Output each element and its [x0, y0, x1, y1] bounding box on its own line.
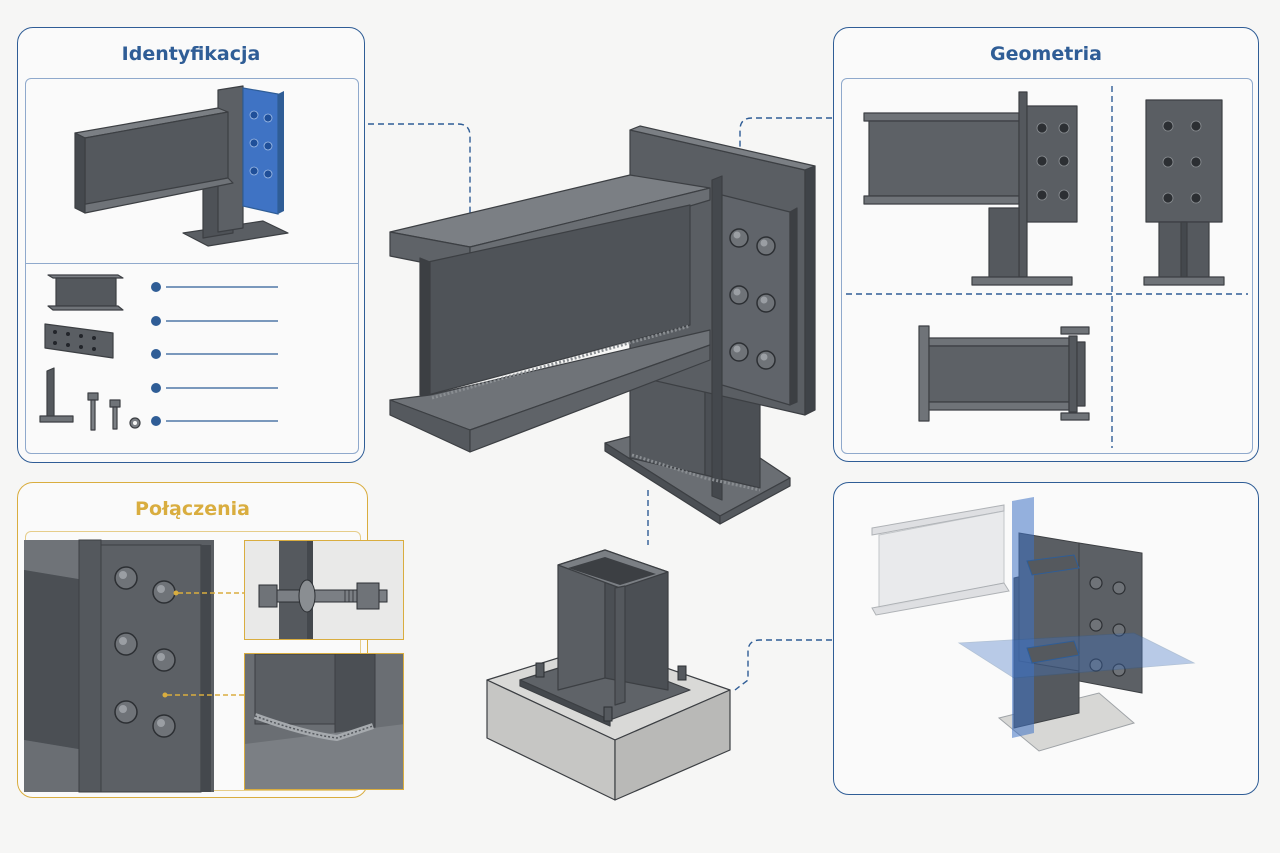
- plan-view: [918, 325, 1090, 422]
- section-plane-model: [871, 497, 1196, 752]
- bolt-detail-frame: [244, 540, 404, 640]
- side-elevation-view: [1143, 99, 1225, 286]
- identification-inner-frame: [25, 78, 359, 454]
- section-plane-panel: [833, 482, 1259, 795]
- geometry-title: Geometria: [989, 43, 1102, 65]
- part-beam-icon: [47, 274, 124, 311]
- bolted-endplate-closeup: [24, 539, 214, 793]
- identification-beam-model: [74, 85, 289, 247]
- front-elevation-view: [863, 91, 1078, 286]
- fillet-weld-detail: [245, 654, 403, 789]
- geometry-panel: Geometria: [833, 27, 1259, 462]
- part-angle-icon: [39, 367, 74, 423]
- part-plate-icon: [44, 323, 114, 359]
- part-bolt-icon: [87, 392, 141, 431]
- identification-parts-list: [39, 274, 278, 431]
- identification-panel: Identyfikacja: [17, 27, 365, 463]
- connections-title: Połączenia: [135, 498, 250, 520]
- geometry-inner-frame: [841, 78, 1253, 454]
- weld-detail-frame: [244, 653, 404, 790]
- bolt-nut-washer-detail: [258, 541, 388, 639]
- identification-title: Identyfikacja: [121, 43, 261, 65]
- geometry-views: [846, 86, 1248, 448]
- identification-divider: [25, 263, 359, 264]
